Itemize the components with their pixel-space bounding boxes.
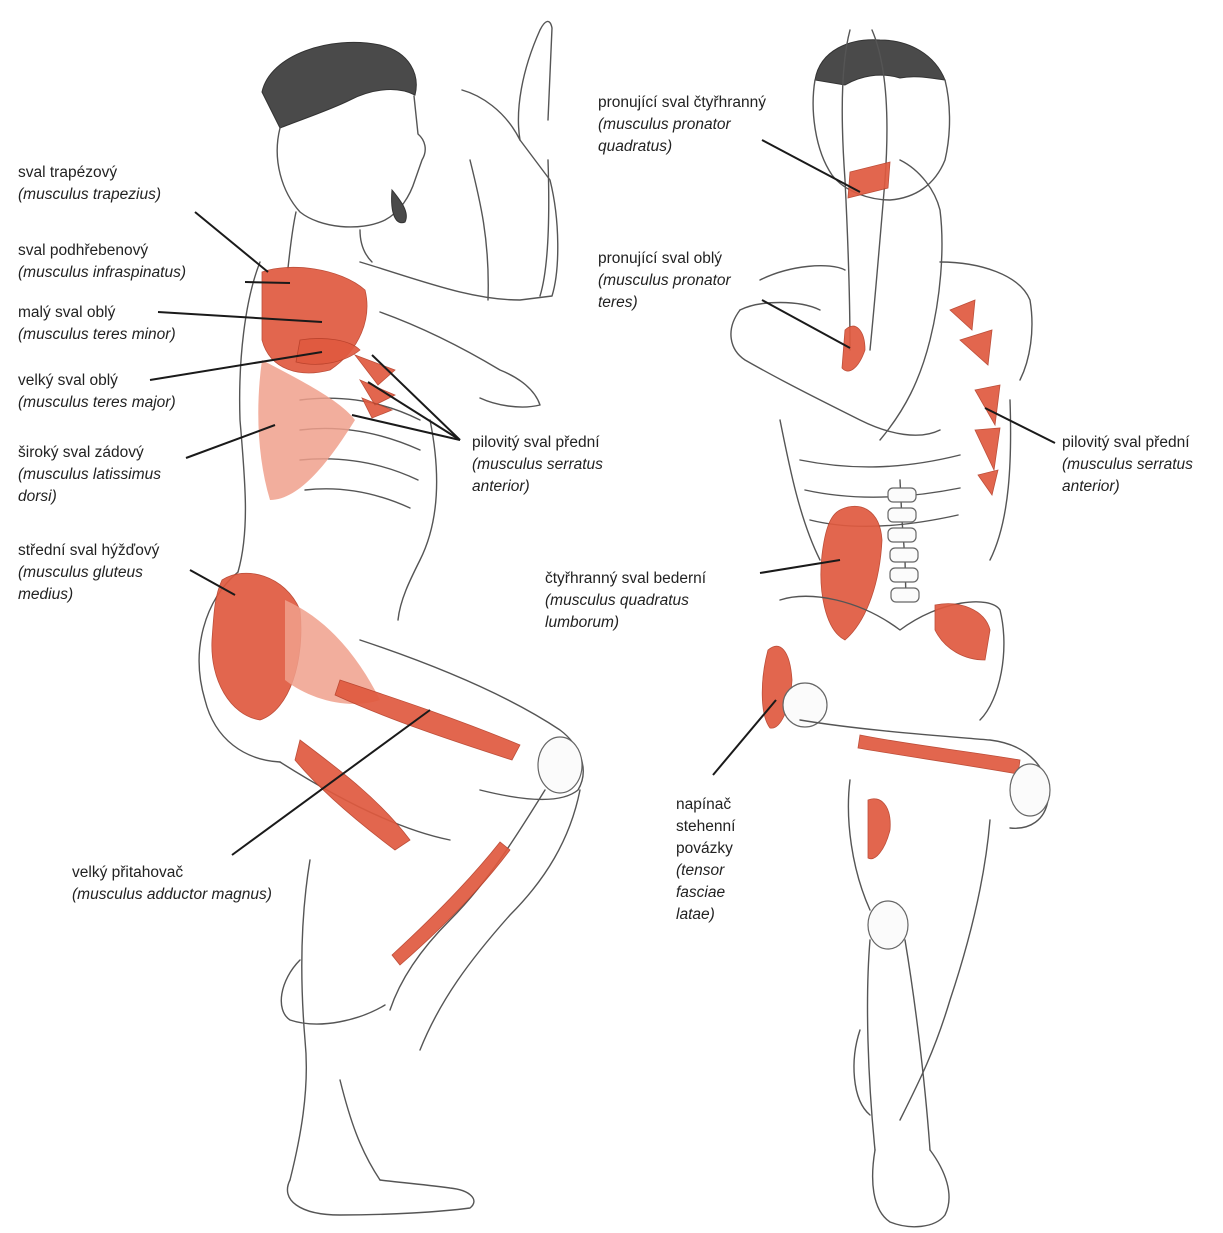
label-teres-minor: malý sval oblý (musculus teres minor) <box>18 302 176 346</box>
label-quadratus-lumborum-czech: čtyřhranný sval bederní <box>545 568 745 590</box>
label-tensor-fasciae-czech: napínač stehenní povázky <box>676 794 768 860</box>
label-serratus-left-latin: (musculus serratus anterior) <box>472 454 642 498</box>
label-trapezius: sval trapézový (musculus trapezius) <box>18 162 161 206</box>
label-tensor-fasciae-latin: (tensor fasciae latae) <box>676 860 768 926</box>
thigh-front <box>800 720 1048 828</box>
side-view-figure <box>199 21 583 1215</box>
label-serratus-right: pilovitý sval přední (musculus serratus … <box>1062 432 1220 498</box>
foot-front <box>873 1150 949 1227</box>
label-gluteus-medius-latin: (musculus gluteus medius) <box>18 562 198 606</box>
label-serratus-right-latin: (musculus serratus anterior) <box>1062 454 1220 498</box>
label-latissimus-latin: (musculus latissimus dorsi) <box>18 464 196 508</box>
label-latissimus: široký sval zádový (musculus latissimus … <box>18 442 196 508</box>
label-serratus-right-czech: pilovitý sval přední <box>1062 432 1220 454</box>
label-pronator-teres-latin: (musculus pronator teres) <box>598 270 773 314</box>
label-tensor-fasciae: napínač stehenní povázky (tensor fasciae… <box>676 794 768 926</box>
leader-trapezius <box>195 212 268 272</box>
beard-side <box>392 190 407 223</box>
label-infraspinatus-czech: sval podhřebenový <box>18 240 186 262</box>
label-latissimus-czech: široký sval zádový <box>18 442 196 464</box>
label-gluteus-medius: střední sval hýžďový (musculus gluteus m… <box>18 540 198 606</box>
hair-front <box>815 40 945 85</box>
label-infraspinatus: sval podhřebenový (musculus infraspinatu… <box>18 240 186 284</box>
hair-side <box>262 42 416 128</box>
leader-tensor-fasciae <box>713 700 776 775</box>
label-trapezius-latin: (musculus trapezius) <box>18 184 161 206</box>
shin-side <box>390 790 580 1050</box>
leader-infraspinatus <box>245 282 290 283</box>
label-adductor-magnus-latin: (musculus adductor magnus) <box>72 884 272 906</box>
label-gluteus-medius-czech: střední sval hýžďový <box>18 540 198 562</box>
label-pronator-teres-czech: pronující sval oblý <box>598 248 773 270</box>
label-trapezius-czech: sval trapézový <box>18 162 161 184</box>
label-teres-major-czech: velký sval oblý <box>18 370 176 392</box>
label-teres-minor-czech: malý sval oblý <box>18 302 176 324</box>
label-teres-minor-latin: (musculus teres minor) <box>18 324 176 346</box>
arm-upper-side <box>360 140 558 300</box>
leader-serratus-left-c <box>352 415 460 440</box>
knee-side <box>538 737 582 793</box>
label-quadratus-lumborum-latin: (musculus quadratus lumborum) <box>545 590 745 634</box>
label-teres-major-latin: (musculus teres major) <box>18 392 176 414</box>
label-pronator-teres: pronující sval oblý (musculus pronator t… <box>598 248 773 314</box>
leader-pronator-teres <box>762 300 850 348</box>
label-serratus-left: pilovitý sval přední (musculus serratus … <box>472 432 642 498</box>
label-infraspinatus-latin: (musculus infraspinatus) <box>18 262 186 284</box>
label-serratus-left-czech: pilovitý sval přední <box>472 432 642 454</box>
label-teres-major: velký sval oblý (musculus teres major) <box>18 370 176 414</box>
label-pronator-quadratus: pronující sval čtyřhranný (musculus pron… <box>598 92 803 158</box>
label-pronator-quadratus-czech: pronující sval čtyřhranný <box>598 92 803 114</box>
label-adductor-magnus-czech: velký přitahovač <box>72 862 272 884</box>
latissimus-dorsi <box>258 360 355 500</box>
serratus-front <box>950 300 1000 495</box>
front-view-figure <box>731 30 1050 1227</box>
knee-front <box>1010 764 1050 816</box>
label-adductor-magnus: velký přitahovač (musculus adductor magn… <box>72 862 272 906</box>
foot-side <box>287 1180 473 1215</box>
label-pronator-quadratus-latin: (musculus pronator quadratus) <box>598 114 803 158</box>
label-quadratus-lumborum: čtyřhranný sval bederní (musculus quadra… <box>545 568 745 634</box>
quadratus-lumborum <box>821 506 882 640</box>
pronator-teres <box>842 326 865 371</box>
